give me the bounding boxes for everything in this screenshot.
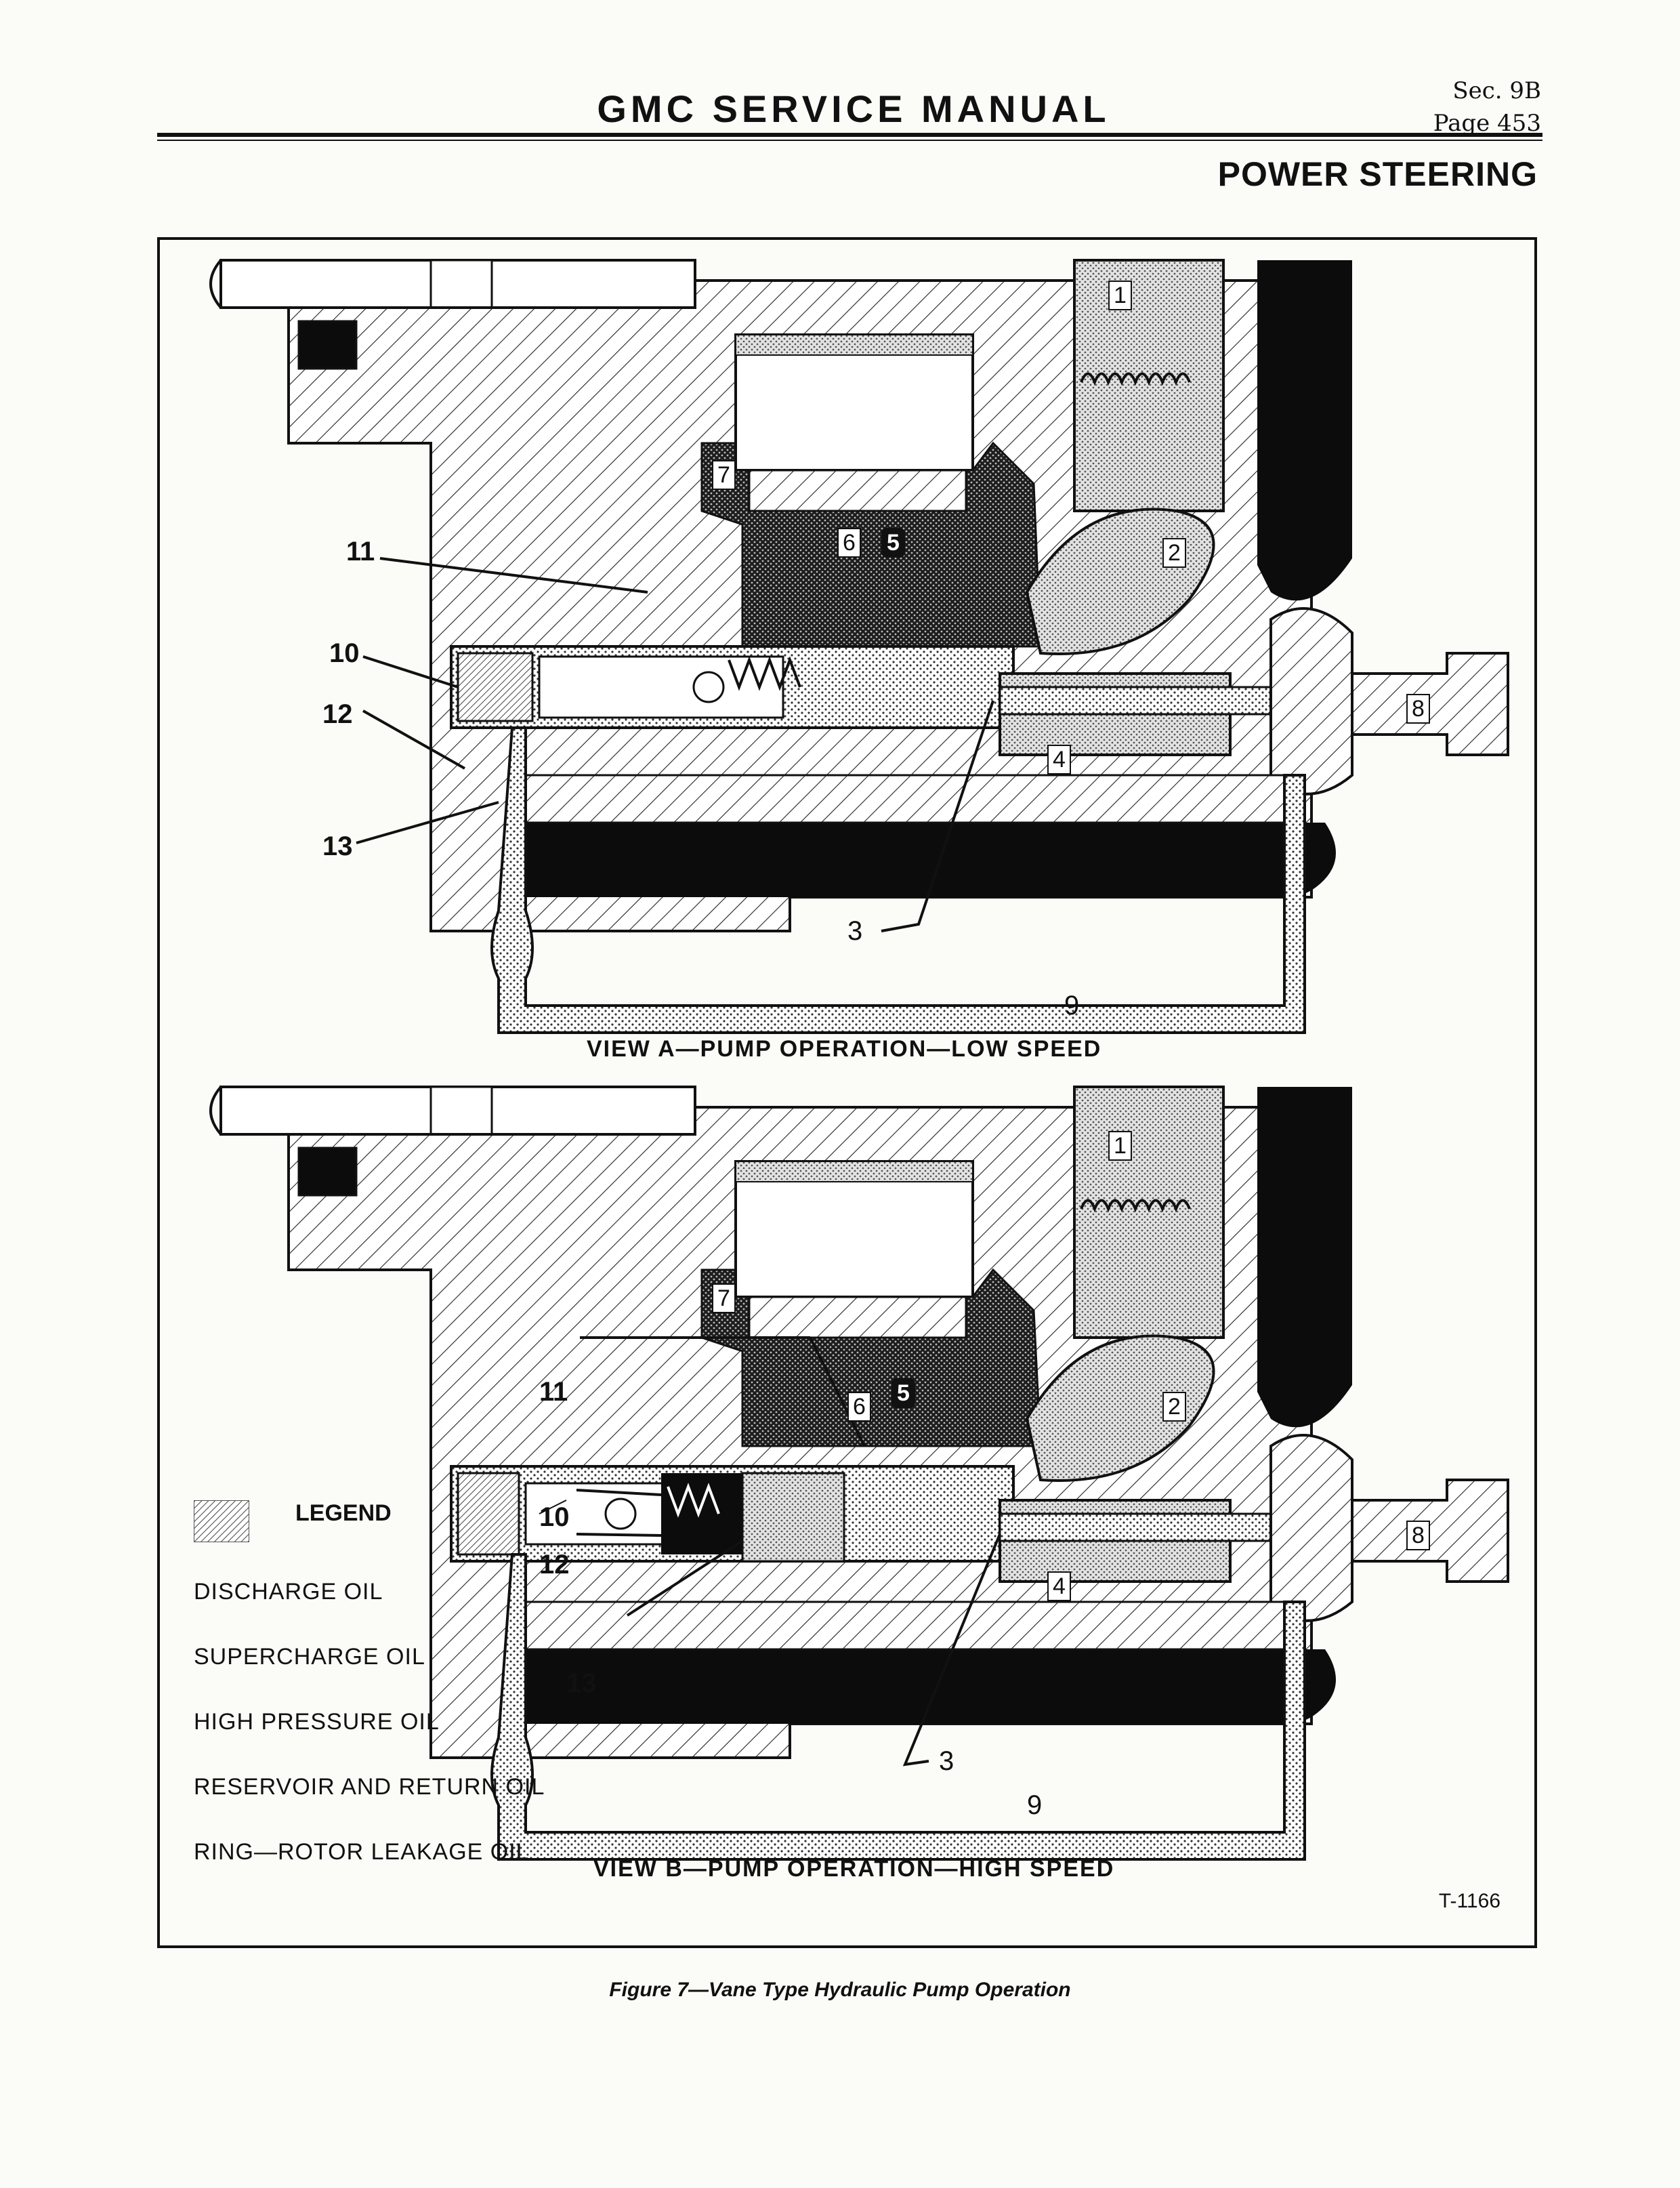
view-b-callout-6: 6	[847, 1392, 871, 1422]
view-a-callout-12: 12	[322, 699, 353, 729]
view-a-callout-11: 11	[346, 537, 375, 566]
view-a-callout-10: 10	[329, 638, 360, 668]
legend-item-reservoir: RESERVOIR AND RETURN OIL	[194, 1500, 545, 1819]
view-b-callout-1: 1	[1108, 1131, 1132, 1161]
view-b-caption: VIEW B—PUMP OPERATION—HIGH SPEED	[593, 1856, 1115, 1882]
legend: LEGEND DISCHARGE OIL SUPERCHARGE OIL HIG…	[194, 1500, 545, 1884]
legend-label: HIGH PRESSURE OIL	[194, 1708, 440, 1735]
view-b-callout-13: 13	[566, 1668, 597, 1698]
view-b-callout-9: 9	[1027, 1790, 1043, 1820]
legend-label: SUPERCHARGE OIL	[194, 1643, 425, 1670]
view-a-drawing	[209, 259, 1509, 1034]
view-a-callout-9: 9	[1064, 991, 1080, 1020]
page-reference: Sec. 9B Page 453	[1433, 75, 1541, 140]
view-a-callout-3: 3	[847, 916, 863, 946]
view-b-callout-4: 4	[1047, 1571, 1071, 1601]
view-b-callout-5: 5	[891, 1378, 915, 1408]
figure-caption: Figure 7—Vane Type Hydraulic Pump Operat…	[609, 1979, 1071, 2001]
legend-item-discharge: DISCHARGE OIL	[194, 1500, 545, 1624]
view-b-callout-7: 7	[712, 1283, 736, 1313]
header-rule	[157, 133, 1542, 137]
section-number: Sec. 9B	[1452, 77, 1541, 104]
figure-frame: 11 10 12 13 1 2 3 4 5 6 7 8 9 VIEW A—PUM…	[157, 237, 1537, 1948]
view-a-callout-4: 4	[1047, 745, 1071, 775]
section-title: POWER STEERING	[1217, 155, 1538, 193]
header-rule-thin	[157, 140, 1542, 141]
view-a-callout-5: 5	[881, 528, 905, 558]
view-a-callout-7: 7	[712, 460, 736, 490]
legend-item-supercharge: SUPERCHARGE OIL	[194, 1500, 545, 1689]
view-a-callout-8: 8	[1406, 694, 1430, 724]
legend-heading: LEGEND	[295, 1500, 392, 1526]
view-b-callout-8: 8	[1406, 1521, 1430, 1550]
view-a-callout-6: 6	[837, 528, 861, 558]
view-a-callout-13: 13	[322, 831, 353, 861]
leakage-oil-swatch	[194, 1500, 249, 1542]
legend-item-leakage: RING—ROTOR LEAKAGE OIL	[194, 1500, 545, 1884]
view-b-callout-10: 10	[539, 1502, 570, 1532]
view-a-caption: VIEW A—PUMP OPERATION—LOW SPEED	[587, 1036, 1102, 1062]
view-a-callout-1: 1	[1108, 281, 1132, 310]
page-number: Page 453	[1433, 110, 1541, 137]
view-b-callout-2: 2	[1162, 1392, 1186, 1422]
view-b-callout-11: 11	[539, 1377, 568, 1407]
view-b-callout-12: 12	[539, 1550, 570, 1580]
view-a-callout-2: 2	[1162, 538, 1186, 568]
legend-label: RING—ROTOR LEAKAGE OIL	[194, 1838, 530, 1865]
legend-item-high-pressure: HIGH PRESSURE OIL	[194, 1500, 545, 1754]
legend-label: RESERVOIR AND RETURN OIL	[194, 1773, 545, 1800]
legend-label: DISCHARGE OIL	[194, 1578, 383, 1605]
manual-title: GMC SERVICE MANUAL	[597, 87, 1110, 130]
view-b-callout-3: 3	[939, 1746, 954, 1776]
figure-reference: T-1166	[1438, 1890, 1500, 1912]
